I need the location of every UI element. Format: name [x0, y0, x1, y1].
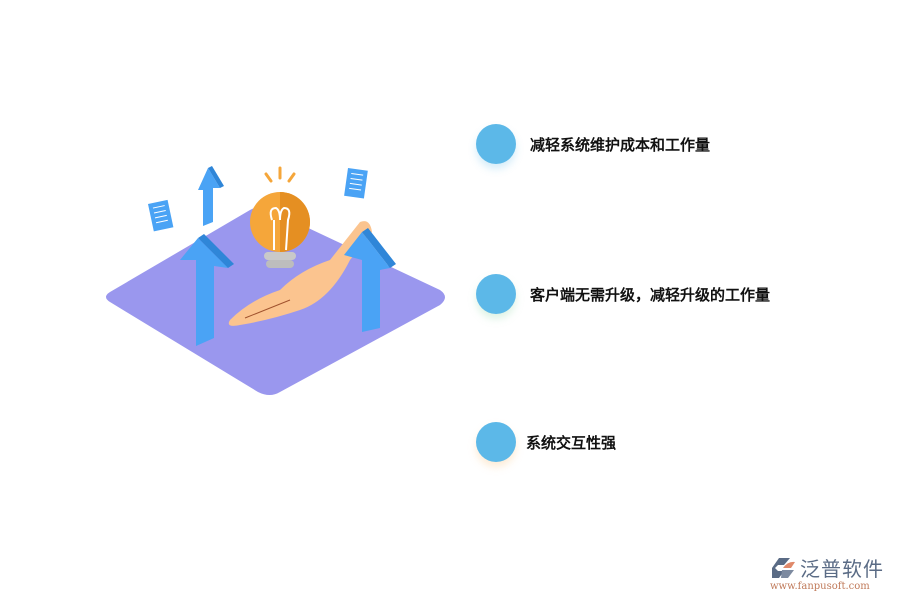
feature-label: 减轻系统维护成本和工作量: [530, 135, 711, 154]
bullet-circle-icon: [476, 274, 516, 314]
feature-label: 系统交互性强: [526, 433, 617, 452]
logo-name: 泛普软件: [800, 557, 884, 581]
feature-item-client-upgrade: 客户端无需升级，减轻升级的工作量: [476, 274, 770, 314]
bullet-circle-icon: [476, 422, 516, 462]
logo-url: www.fanpusoft.com: [770, 581, 870, 592]
fanpu-logo-icon: [772, 557, 795, 578]
feature-item-maintenance: 减轻系统维护成本和工作量: [476, 124, 710, 164]
feature-item-interactivity: 系统交互性强: [476, 422, 616, 462]
bullet-circle-icon: [476, 124, 516, 164]
feature-label: 客户端无需升级，减轻升级的工作量: [530, 285, 771, 304]
hand-lightbulb-illustration: [100, 160, 460, 405]
fanpu-logo: 泛普软件 www.fanpusoft.com: [770, 553, 895, 598]
